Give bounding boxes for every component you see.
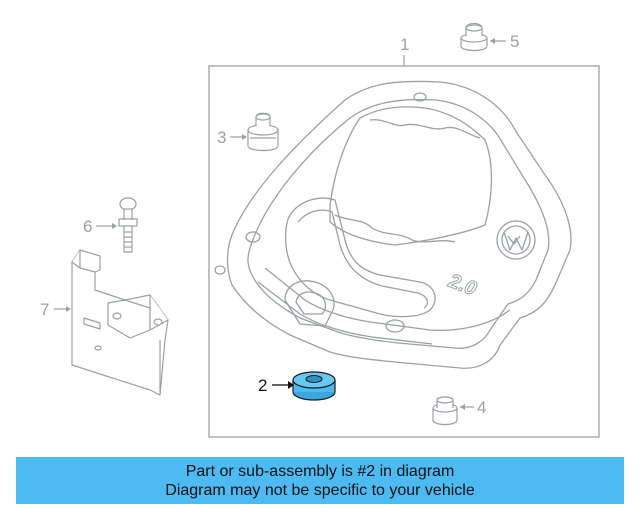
callout-2-arrow — [272, 381, 294, 389]
diagram-notice-banner: Part or sub-assembly is #2 in diagram Di… — [16, 457, 624, 504]
callout-3-arrow — [230, 134, 247, 140]
callout-2[interactable]: 2 — [258, 376, 267, 395]
callout-6[interactable]: 6 — [83, 217, 92, 236]
grommet-part-5[interactable] — [460, 22, 488, 52]
bushing-part-3[interactable] — [247, 112, 279, 152]
callout-4-arrow — [460, 404, 474, 410]
diagram-disclaimer-text: Diagram may not be specific to your vehi… — [165, 481, 475, 499]
callout-5-arrow — [490, 38, 506, 44]
callout-3[interactable]: 3 — [217, 128, 226, 147]
cover-marking: 2.0 — [445, 270, 480, 301]
callout-7[interactable]: 7 — [40, 300, 49, 319]
callout-5[interactable]: 5 — [510, 32, 519, 51]
engine-cover-part[interactable] — [214, 80, 572, 369]
callout-4[interactable]: 4 — [477, 398, 486, 417]
callout-7-arrow — [54, 306, 71, 312]
callout-6-arrow — [96, 223, 117, 229]
ball-stud-part-6[interactable] — [118, 197, 138, 253]
callout-1[interactable]: 1 — [400, 35, 409, 54]
part-reference-text: Part or sub-assembly is #2 in diagram — [185, 462, 455, 480]
grommet-part-2[interactable] — [292, 371, 336, 401]
cap-part-4[interactable] — [432, 396, 458, 426]
bracket-part-7[interactable] — [71, 249, 169, 396]
